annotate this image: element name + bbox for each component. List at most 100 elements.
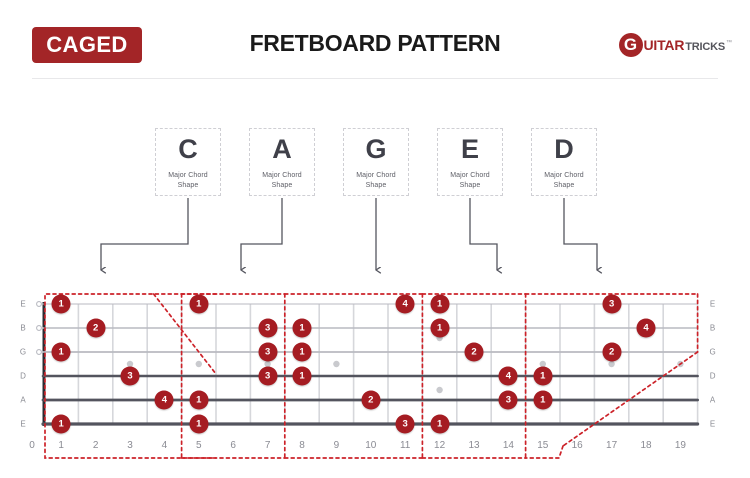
fret-number-16: 16 <box>571 440 583 451</box>
finger-dot-c-f2-s1[interactable]: 2 <box>86 318 106 338</box>
string-label-left-5: E <box>20 419 26 429</box>
fret-inlay-dot <box>608 360 615 368</box>
arrow-to-e-region <box>469 198 497 270</box>
fret-number-6: 6 <box>230 440 236 451</box>
string-label-right-4: A <box>709 395 716 405</box>
string-label-right-3: D <box>709 371 716 381</box>
brand-wordmark: UITAR TRICKS ™ <box>644 37 732 53</box>
finger-dot-g-f8-s2[interactable]: 1 <box>292 342 312 362</box>
brand-guitar-text: UITAR <box>643 37 685 53</box>
open-string-marker <box>36 325 42 331</box>
finger-dot-e-f12-s0[interactable]: 1 <box>430 294 450 314</box>
string-label-left-0: E <box>20 299 26 309</box>
shape-card-letter: G <box>365 134 387 164</box>
finger-dot-d-f15-s4[interactable]: 1 <box>533 390 553 410</box>
finger-dot-d-f17-s2[interactable]: 2 <box>602 342 622 362</box>
fret-number-5: 5 <box>196 440 202 451</box>
brand-tricks-text: TRICKS <box>685 41 725 53</box>
shape-card-letter: E <box>460 134 479 164</box>
fret-inlay-dot <box>333 360 340 368</box>
fret-number-9: 9 <box>333 440 340 451</box>
fret-inlay-dot <box>126 360 134 368</box>
page-title: FRETBOARD PATTERN <box>249 30 501 56</box>
fret-inlay-dot <box>264 360 271 368</box>
finger-dot-d-f17-s0[interactable]: 3 <box>602 294 622 314</box>
open-string-marker <box>36 301 42 307</box>
fret-number-13: 13 <box>468 440 480 451</box>
shape-card-letter: C <box>178 134 198 164</box>
fret-number-3: 3 <box>127 440 133 451</box>
finger-dot-e-f13-s2[interactable]: 2 <box>464 342 484 362</box>
finger-dot-a-f5-s5[interactable]: 1 <box>189 414 209 434</box>
caged-badge: CAGED <box>32 27 142 63</box>
shape-to-region-arrows <box>0 198 750 282</box>
fret-number-12: 12 <box>434 440 446 451</box>
fret-number-14: 14 <box>502 440 514 451</box>
finger-dot-a-f7-s3[interactable]: 3 <box>258 366 278 386</box>
fret-number-18: 18 <box>640 440 652 451</box>
string-label-left-2: G <box>19 347 27 357</box>
finger-dot-a-f5-s4[interactable]: 1 <box>189 390 209 410</box>
fret-number-0: 0 <box>29 440 35 451</box>
finger-dot-e-f14-s4[interactable]: 3 <box>498 390 518 410</box>
finger-dot-d-f18-s1[interactable]: 4 <box>636 318 656 338</box>
finger-dot-g-f8-s1[interactable]: 1 <box>292 318 312 338</box>
open-string-marker <box>36 349 42 355</box>
finger-dot-e-f12-s1[interactable]: 1 <box>430 318 450 338</box>
shape-region-d-bot <box>524 445 564 459</box>
fret-number-4: 4 <box>161 440 168 451</box>
finger-dot-c-f1-s2[interactable]: 1 <box>51 342 71 362</box>
fret-inlay-dot <box>195 360 202 368</box>
string-label-left-1: B <box>20 323 26 333</box>
fretboard-grid <box>36 293 700 459</box>
string-label-right-1: B <box>709 323 716 333</box>
brand-g-icon: G <box>618 33 643 57</box>
fret-number-19: 19 <box>674 440 686 451</box>
fret-number-17: 17 <box>606 440 618 451</box>
arrow-to-a-region <box>241 198 283 270</box>
finger-dot-a-f7-s2[interactable]: 3 <box>258 342 278 362</box>
shape-region-c <box>44 293 217 459</box>
caged-badge-label: CAGED <box>46 32 128 57</box>
arrow-to-c-region <box>101 198 189 270</box>
finger-dot-g-f11-s5[interactable]: 3 <box>395 414 415 434</box>
finger-dot-a-f5-s0[interactable]: 1 <box>189 294 209 314</box>
finger-dot-a-f7-s1[interactable]: 3 <box>258 318 278 338</box>
trademark-icon: ™ <box>726 40 732 46</box>
finger-dot-e-f14-s3[interactable]: 4 <box>498 366 518 386</box>
finger-dot-g-f11-s0[interactable]: 4 <box>395 294 415 314</box>
fret-number-1: 1 <box>58 440 64 451</box>
finger-dot-g-f10-s4[interactable]: 2 <box>361 390 381 410</box>
fret-number-10: 10 <box>365 440 377 451</box>
finger-dot-g-f8-s3[interactable]: 1 <box>292 366 312 386</box>
string-label-right-2: G <box>709 347 716 357</box>
fret-inlay-dot-double <box>436 386 443 394</box>
fret-number-7: 7 <box>264 440 271 451</box>
finger-dot-c-f1-s5[interactable]: 1 <box>51 414 71 434</box>
finger-dot-d-f15-s3[interactable]: 1 <box>533 366 553 386</box>
fret-number-15: 15 <box>537 440 549 451</box>
arrow-to-d-region <box>563 198 597 270</box>
string-label-left-3: D <box>20 371 26 381</box>
shape-card-letter: D <box>554 134 574 164</box>
finger-dot-c-f4-s4[interactable]: 4 <box>154 390 174 410</box>
fret-number-11: 11 <box>399 440 411 451</box>
finger-dot-c-f3-s3[interactable]: 3 <box>120 366 140 386</box>
finger-dot-e-f12-s5[interactable]: 1 <box>430 414 450 434</box>
string-label-left-4: A <box>20 395 26 405</box>
fret-inlay-dot <box>539 360 546 368</box>
shape-card-letter: A <box>272 134 292 164</box>
shape-region-d-diagonal <box>562 351 699 447</box>
finger-dot-c-f1-s0[interactable]: 1 <box>51 294 71 314</box>
